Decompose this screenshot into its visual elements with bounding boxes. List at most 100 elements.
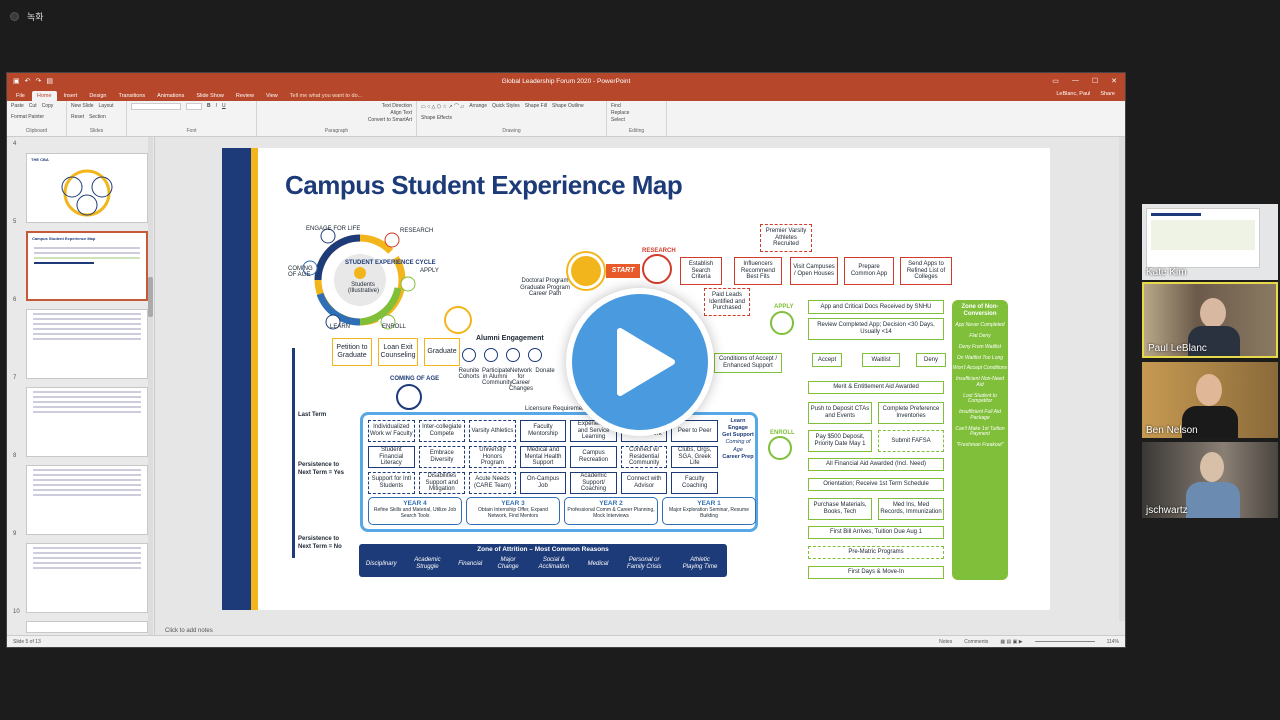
minimize-button[interactable]: — [1071, 77, 1079, 84]
tell-me-search[interactable]: Tell me what you want to do... [289, 93, 363, 99]
enroll-step-materials: Purchase Materials, Books, Tech [808, 498, 872, 520]
participant-body [1188, 326, 1240, 356]
convert-smartart-button[interactable]: Convert to SmartArt [367, 117, 412, 123]
paste-button[interactable]: Paste [11, 103, 24, 109]
undo-icon[interactable]: ↶ [24, 78, 31, 85]
quick-styles-button[interactable]: Quick Styles [492, 103, 520, 109]
shape-fill-button[interactable]: Shape Fill [524, 103, 548, 109]
save-icon[interactable]: ▣ [13, 78, 20, 85]
thumbnail-slide-8[interactable] [26, 465, 148, 535]
layout-button[interactable]: Layout [98, 103, 114, 109]
enroll-label: ENROLL [770, 430, 795, 436]
enroll-circle-icon [768, 436, 792, 460]
share-button[interactable]: Share [1100, 91, 1115, 97]
zone-of-attrition: Zone of Attrition – Most Common Reasons … [359, 544, 727, 577]
cut-button[interactable]: Cut [28, 103, 37, 109]
thumbnail-slide-6[interactable] [26, 309, 148, 379]
slide-scrollbar[interactable] [1119, 137, 1125, 621]
new-slide-button[interactable]: New Slide [71, 103, 94, 109]
slide-gold-bar [251, 148, 258, 610]
notes-placeholder[interactable]: Click to add notes [165, 628, 213, 634]
replace-button[interactable]: Replace [611, 110, 630, 116]
thumbnails-scrollbar[interactable] [148, 137, 153, 635]
close-button[interactable]: ✕ [1111, 78, 1117, 85]
year-name: YEAR 1 [697, 500, 721, 507]
comments-toggle[interactable]: Comments [964, 638, 989, 645]
view-buttons[interactable]: ▦ ▤ ▣ ▶ [1000, 638, 1023, 645]
present-icon[interactable]: ▤ [46, 78, 53, 85]
format-painter-button[interactable]: Format Painter [11, 114, 45, 120]
shared-slide-preview [1146, 208, 1260, 268]
tab-view[interactable]: View [265, 93, 278, 99]
zone-item: Insufficient Non-Need Aid [955, 376, 1005, 388]
alumni-icon-label: Network for Career Changes [508, 368, 534, 392]
shape-effects-button[interactable]: Shape Effects [421, 115, 453, 121]
participant-tile-paul-leblanc[interactable]: Paul LeBlanc [1142, 282, 1278, 358]
learn-loop [360, 412, 758, 532]
participant-tile-kate-kim[interactable]: Kate Kim [1142, 204, 1278, 280]
alumni-icons [462, 348, 552, 364]
window-title: Global Leadership Forum 2020 - PowerPoin… [501, 77, 631, 85]
zone-item: "Freshman Freakout" [956, 442, 1004, 449]
underline-icon[interactable]: U [222, 103, 226, 109]
attrition-reason: Athletic Playing Time [682, 557, 718, 570]
thumbnail-slide-9[interactable] [26, 543, 148, 613]
zoom-slider[interactable] [1034, 641, 1095, 642]
user-name[interactable]: LeBlanc, Paul [1056, 91, 1091, 97]
zoom-level[interactable]: 114% [1106, 638, 1119, 645]
text-direction-button[interactable]: Text Direction [381, 103, 412, 109]
thumb-title: Campus Student Experience Map [32, 236, 96, 241]
select-button[interactable]: Select [611, 117, 625, 123]
find-button[interactable]: Find [611, 103, 621, 109]
font-size-box[interactable] [186, 103, 202, 110]
tab-slide-show[interactable]: Slide Show [196, 93, 224, 99]
ribbon-display-icon[interactable]: ▭ [1052, 78, 1059, 85]
bold-icon[interactable]: B [207, 103, 211, 109]
tab-file[interactable]: File [16, 93, 25, 99]
reset-button[interactable]: Reset [71, 114, 85, 120]
align-text-button[interactable]: Align Text [390, 110, 412, 116]
maximize-button[interactable]: ☐ [1091, 78, 1099, 85]
zone-item: App Never Completed [955, 322, 1005, 329]
side-label-engage: Engage [728, 425, 748, 432]
tab-design[interactable]: Design [89, 93, 107, 99]
activity-box: Connect w/ Residential Community [620, 446, 668, 468]
slide-count: Slide 5 of 13 [13, 638, 41, 645]
apply-circle-icon [770, 311, 794, 335]
ribbon-group-clipboard: Paste Cut Copy Format Painter Clipboard [7, 101, 67, 136]
thumbnail-slide-4[interactable]: THE CBA [26, 153, 148, 223]
copy-button[interactable]: Copy [41, 103, 54, 109]
zone-item: On Waitlist Too Long [956, 354, 1004, 361]
year-text: Major Exploration Seminar, Resume Buildi… [668, 507, 750, 519]
redo-icon[interactable]: ↷ [35, 78, 42, 85]
tab-insert[interactable]: Insert [63, 93, 78, 99]
play-button[interactable] [566, 288, 714, 436]
shape-outline-button[interactable]: Shape Outline [552, 103, 584, 109]
tab-home[interactable]: Home [31, 91, 57, 101]
loan-exit-counseling: Loan Exit Counseling [378, 338, 418, 366]
thumbnail-slide-10[interactable] [26, 621, 148, 633]
notes-toggle[interactable]: Notes [939, 638, 953, 645]
italic-icon[interactable]: I [215, 103, 218, 109]
tab-review[interactable]: Review [235, 93, 254, 99]
participant-tile-ben-nelson[interactable]: Ben Nelson [1142, 362, 1278, 438]
shapes-gallery[interactable]: ▭ ○ △ ⬡ ☆ ↗ ⌒ ▱ [421, 104, 465, 110]
title-bar: ▣ ↶ ↷ ▤ Global Leadership Forum 2020 - P… [7, 73, 1125, 89]
section-button[interactable]: Section [89, 114, 106, 120]
arrange-button[interactable]: Arrange [469, 103, 487, 109]
font-name-box[interactable] [131, 103, 181, 110]
tab-transitions[interactable]: Transitions [118, 93, 146, 99]
research-label: RESEARCH [642, 248, 676, 254]
activity-box: Embrace Diversity [418, 446, 466, 468]
apply-step-docs: App and Critical Docs Received by SNHU [808, 300, 944, 314]
tab-animations[interactable]: Animations [157, 93, 185, 99]
activity-box: Faculty Coaching [671, 472, 718, 494]
cycle-label-enroll: ENROLL [382, 324, 407, 330]
participant-tile-jschwartz[interactable]: jschwartz [1142, 442, 1278, 518]
zone-item: Flat Deny [969, 333, 991, 340]
thumbnail-slide-5[interactable]: Campus Student Experience Map [26, 231, 148, 301]
thumbnail-slide-7[interactable] [26, 387, 148, 457]
activity-box: Varsity Athletics [469, 420, 516, 442]
